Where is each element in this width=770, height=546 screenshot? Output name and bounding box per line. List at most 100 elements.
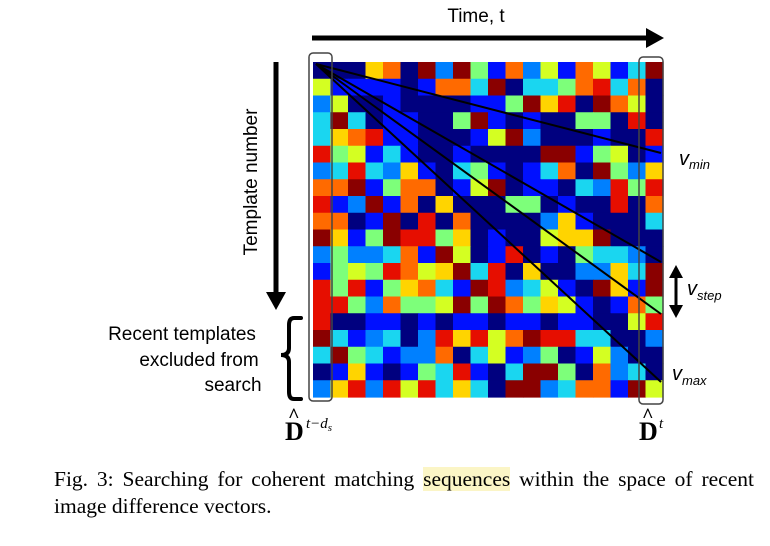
d-hat-right-base: D bbox=[639, 417, 658, 440]
heatmap-cell bbox=[575, 78, 594, 97]
heatmap-cell bbox=[400, 346, 419, 365]
heatmap-cell bbox=[575, 330, 594, 348]
vmin-sub: min bbox=[689, 157, 710, 172]
heatmap-cell bbox=[453, 346, 472, 365]
heatmap-cell bbox=[628, 229, 647, 247]
heatmap-cell bbox=[575, 380, 594, 398]
heatmap-cell bbox=[558, 330, 577, 348]
heatmap-cell bbox=[418, 212, 437, 231]
vmin-v: v bbox=[679, 148, 690, 170]
heatmap-cell bbox=[645, 95, 664, 113]
heatmap-cell bbox=[313, 212, 332, 231]
heatmap-cell bbox=[540, 212, 559, 231]
heatmap-cell bbox=[645, 145, 664, 164]
heatmap-cell bbox=[610, 145, 629, 164]
heatmap-cell bbox=[645, 212, 664, 231]
heatmap-cell bbox=[435, 246, 454, 264]
heatmap-cell bbox=[348, 380, 367, 398]
heatmap-cell bbox=[610, 246, 629, 264]
heatmap-cell bbox=[645, 112, 664, 130]
heatmap-cell bbox=[505, 78, 524, 97]
heatmap-cell bbox=[505, 95, 524, 113]
heatmap-cell bbox=[558, 112, 577, 130]
heatmap-cell bbox=[365, 346, 384, 365]
figure-matrix-diagram: Time, t Template number Recent templates… bbox=[108, 6, 722, 440]
heatmap-cell bbox=[593, 95, 612, 113]
heatmap-cell bbox=[645, 330, 664, 348]
d-hat-left-label: ^ D t−ds bbox=[285, 405, 332, 440]
heatmap-cell bbox=[365, 196, 384, 214]
heatmap-cell bbox=[505, 212, 524, 231]
heatmap-cell bbox=[540, 112, 559, 130]
heatmap-cell bbox=[523, 145, 542, 164]
heatmap-cell bbox=[470, 346, 489, 365]
heatmap-cell bbox=[540, 246, 559, 264]
heatmap-cell bbox=[558, 296, 577, 314]
heatmap-cell bbox=[365, 179, 384, 197]
heatmap-cell bbox=[610, 313, 629, 331]
heatmap-cell bbox=[365, 162, 384, 180]
heatmap-cell bbox=[348, 363, 367, 381]
heatmap-cell bbox=[435, 363, 454, 381]
heatmap-cell bbox=[330, 246, 349, 264]
heatmap-cell bbox=[593, 380, 612, 398]
heatmap-cell bbox=[558, 279, 577, 298]
heatmap-cell bbox=[453, 112, 472, 130]
vmax-v: v bbox=[672, 363, 683, 385]
heatmap-cell bbox=[348, 296, 367, 314]
heatmap-cell bbox=[330, 212, 349, 231]
heatmap-cell bbox=[330, 95, 349, 113]
heatmap-cell bbox=[488, 196, 507, 214]
d-left-sup-sub: s bbox=[328, 422, 332, 434]
heatmap-cell bbox=[610, 380, 629, 398]
heatmap-cell bbox=[400, 196, 419, 214]
heatmap-cell bbox=[470, 246, 489, 264]
heatmap-cell bbox=[523, 296, 542, 314]
heatmap-cell bbox=[488, 346, 507, 365]
heatmap-cell bbox=[628, 263, 647, 281]
d-hat-left-base: D bbox=[285, 417, 304, 440]
heatmap-cell bbox=[453, 196, 472, 214]
excluded-label-line-2: excluded from bbox=[139, 350, 258, 371]
heatmap-cell bbox=[610, 78, 629, 97]
heatmap-cell bbox=[330, 313, 349, 331]
heatmap-cell bbox=[383, 346, 402, 365]
heatmap-cell bbox=[470, 78, 489, 97]
sequence-line-mid2 bbox=[315, 63, 662, 315]
d-hat-left-caret: ^ bbox=[288, 405, 300, 427]
heatmap-cell bbox=[348, 112, 367, 130]
heatmap-cell bbox=[523, 330, 542, 348]
heatmap-cell bbox=[453, 380, 472, 398]
heatmap-cell bbox=[348, 179, 367, 197]
heatmap-cell bbox=[505, 346, 524, 365]
heatmap-cell bbox=[313, 145, 332, 164]
template-axis-label: Template number bbox=[241, 108, 262, 255]
heatmap-cell bbox=[453, 212, 472, 231]
heatmap-cell bbox=[400, 330, 419, 348]
heatmap-cell bbox=[418, 95, 437, 113]
heatmap-cell bbox=[540, 62, 559, 80]
right-column-box bbox=[638, 56, 664, 405]
heatmap-cell bbox=[488, 145, 507, 164]
heatmap-cell bbox=[558, 380, 577, 398]
heatmap-cell bbox=[435, 162, 454, 180]
vstep-arrowhead-up bbox=[669, 265, 683, 278]
heatmap-cell bbox=[383, 95, 402, 113]
sequence-line-mid1 bbox=[315, 63, 662, 263]
heatmap-cell bbox=[523, 62, 542, 80]
vstep-sub: step bbox=[697, 288, 722, 303]
vstep-arrowhead-down bbox=[669, 305, 683, 318]
heatmap-cell bbox=[558, 179, 577, 197]
heatmap-cell bbox=[453, 179, 472, 197]
heatmap-cell bbox=[593, 313, 612, 331]
heatmap-cell bbox=[558, 95, 577, 113]
heatmap-cell bbox=[348, 279, 367, 298]
heatmap-cell bbox=[488, 162, 507, 180]
heatmap-cell bbox=[523, 229, 542, 247]
vmax-label: vmax bbox=[672, 363, 707, 388]
heatmap-cell bbox=[575, 95, 594, 113]
sequence-line-vmax bbox=[315, 63, 662, 383]
heatmap-cell bbox=[470, 145, 489, 164]
heatmap-cell bbox=[470, 380, 489, 398]
heatmap-cell bbox=[418, 380, 437, 398]
